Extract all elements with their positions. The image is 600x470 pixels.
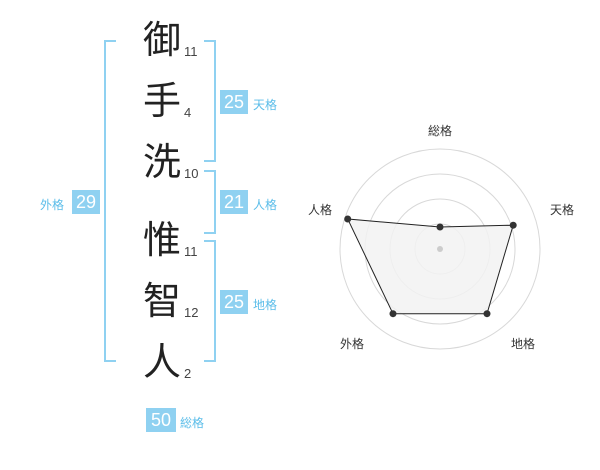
chikaku-bracket bbox=[204, 240, 216, 362]
stroke-count-1: 11 bbox=[184, 44, 198, 59]
radar-label-gaikaku: 外格 bbox=[340, 337, 365, 351]
gaikaku-bracket bbox=[104, 40, 116, 362]
radar-label-chikaku: 地格 bbox=[511, 337, 536, 351]
radar-point-1 bbox=[436, 223, 444, 231]
radar-grid-ring bbox=[414, 223, 466, 275]
jinkaku-bracket bbox=[204, 170, 216, 234]
radar-point-2 bbox=[509, 221, 517, 229]
tenkaku-bracket bbox=[204, 40, 216, 162]
radar-label-jinkaku: 人格 bbox=[308, 203, 333, 217]
tenkaku-label: 天格 bbox=[253, 98, 278, 112]
name-char-6: 人 bbox=[142, 340, 181, 384]
soukaku-badge: 50 bbox=[146, 408, 176, 432]
gaikaku-badge: 29 bbox=[72, 190, 100, 214]
stroke-count-3: 10 bbox=[184, 166, 199, 181]
radar-point-5 bbox=[344, 215, 352, 223]
radar-point-3 bbox=[483, 310, 491, 318]
radar-value-polygon bbox=[346, 218, 514, 315]
name-char-1: 御 bbox=[142, 18, 181, 62]
soukaku-label: 総格 bbox=[180, 416, 205, 430]
radar-label-soukaku: 総格 bbox=[428, 124, 453, 138]
radar-label-tenkaku: 天格 bbox=[550, 203, 575, 217]
gaikaku-label: 外格 bbox=[40, 198, 65, 212]
stroke-count-5: 12 bbox=[184, 305, 199, 320]
name-char-5: 智 bbox=[142, 279, 181, 323]
stroke-count-6: 2 bbox=[184, 366, 192, 381]
name-char-2: 手 bbox=[142, 79, 181, 123]
radar-center-dot bbox=[437, 246, 443, 252]
name-char-4: 惟 bbox=[142, 218, 181, 262]
radar-grid-ring bbox=[389, 198, 491, 300]
jinkaku-label: 人格 bbox=[253, 198, 278, 212]
chikaku-badge: 25 bbox=[220, 290, 248, 314]
chikaku-label: 地格 bbox=[253, 298, 278, 312]
tenkaku-badge: 25 bbox=[220, 90, 248, 114]
radar-grid-ring bbox=[339, 148, 541, 350]
stroke-count-4: 11 bbox=[184, 244, 198, 259]
jinkaku-badge: 21 bbox=[220, 190, 248, 214]
stroke-count-2: 4 bbox=[184, 105, 192, 120]
radar-grid-ring bbox=[364, 173, 516, 325]
radar-point-4 bbox=[389, 310, 397, 318]
name-char-3: 洗 bbox=[142, 140, 181, 184]
